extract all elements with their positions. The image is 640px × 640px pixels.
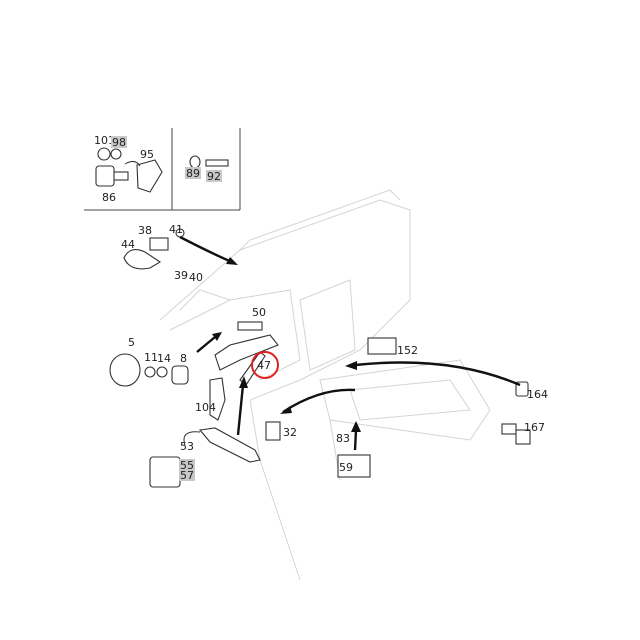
part-label-38[interactable]: 38 [138,224,152,237]
part-label-8[interactable]: 8 [180,352,187,365]
part-label-98[interactable]: 98 [112,136,126,149]
part-label-40[interactable]: 40 [189,271,203,284]
part-label-5[interactable]: 5 [128,336,135,349]
part-label-86[interactable]: 86 [102,191,116,204]
part-label-167[interactable]: 167 [524,421,545,434]
part-label-53[interactable]: 53 [180,440,194,453]
label-tag-98 [111,136,127,148]
part-label-57[interactable]: 57 [180,469,194,482]
part-label-47[interactable]: 47 [257,359,271,372]
part-label-14[interactable]: 14 [157,352,171,365]
part-label-95[interactable]: 95 [140,148,154,161]
label-tag-57 [179,469,195,481]
inset-box [84,128,241,211]
part-label-83[interactable]: 83 [336,432,350,445]
arrow-38 [179,235,233,264]
label-tag-55 [179,459,195,471]
part-label-92[interactable]: 92 [207,170,221,183]
part-label-89[interactable]: 89 [186,167,200,180]
part-shapes [95,147,531,488]
arrow-32 [282,388,356,414]
arrow-47 [236,384,245,436]
part-label-104[interactable]: 104 [195,401,216,414]
part-label-11[interactable]: 11 [144,351,158,364]
part-label-50[interactable]: 50 [252,306,266,319]
part-label-152[interactable]: 152 [397,344,418,357]
part-label-39[interactable]: 39 [174,269,188,282]
part-label-164[interactable]: 164 [527,388,548,401]
arrowhead-38 [226,257,238,265]
arrow-8 [196,336,216,353]
arrows [179,235,521,451]
label-tag-89 [185,167,201,179]
arrow-164 [354,361,521,387]
part-label-55[interactable]: 55 [180,459,194,472]
selected-part-highlight [251,351,279,379]
part-label-44[interactable]: 44 [121,238,135,251]
part-label-32[interactable]: 32 [283,426,297,439]
part-label-59[interactable]: 59 [339,461,353,474]
part-label-101[interactable]: 101 [94,134,115,147]
label-tag-92 [206,170,222,182]
arrow-59 [353,429,358,451]
part-label-41[interactable]: 41 [169,223,183,236]
